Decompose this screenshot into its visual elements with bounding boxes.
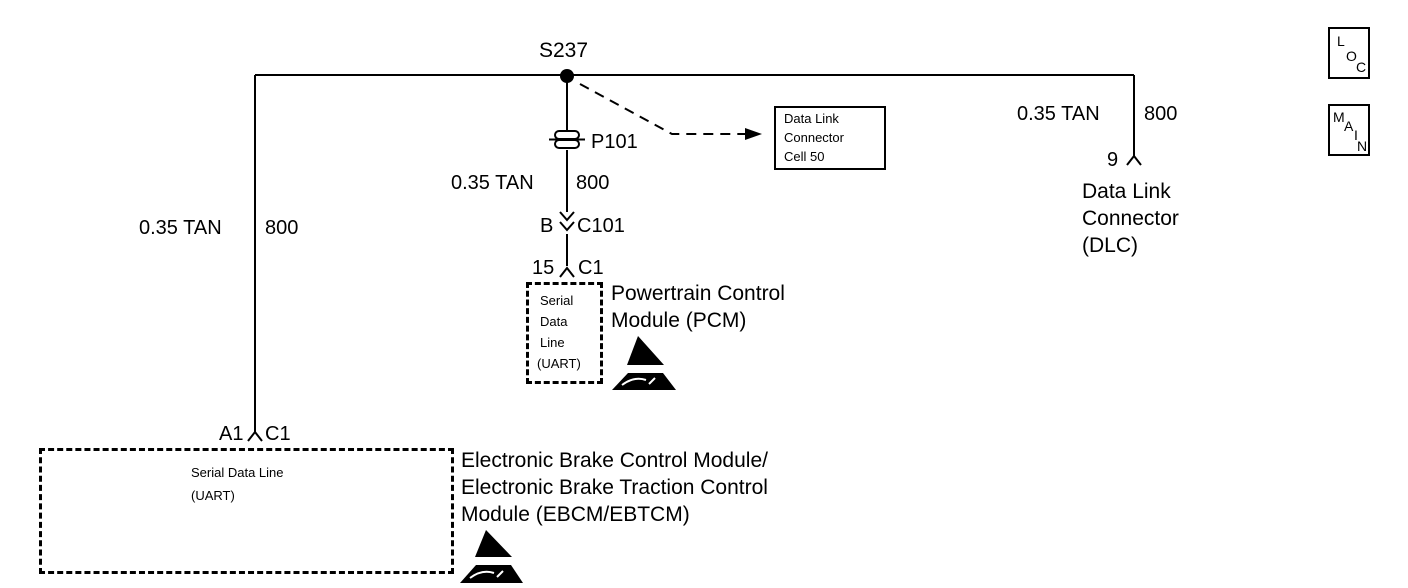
dlc-pin-symbol xyxy=(1126,154,1142,166)
ebcm-c1-symbol xyxy=(247,430,263,442)
pcm-label-line-2: Module (PCM) xyxy=(611,309,747,332)
splice-label: S237 xyxy=(539,39,589,62)
dlc-label-line-2: Connector xyxy=(1082,207,1179,230)
ebcm-connector-label: C1 xyxy=(265,423,291,445)
right-wire-gauge: 0.35 TAN xyxy=(1017,103,1100,125)
ebcm-label-line-3: Module (EBCM/EBTCM) xyxy=(461,503,690,526)
pcm-internal-line-1: Serial xyxy=(540,293,574,308)
ebcm-pin-label: A1 xyxy=(219,423,244,445)
reference-line-1: Data Link xyxy=(784,111,839,126)
pcm-internal-line-2: Data xyxy=(540,314,568,329)
pcm-internal-line-4: (UART) xyxy=(537,356,581,371)
reference-arrowhead xyxy=(745,128,762,140)
loc-button[interactable]: L O C xyxy=(1328,27,1370,79)
ebcm-module-box: Serial Data Line (UART) xyxy=(39,448,454,574)
data-link-connector-reference[interactable]: Data Link Connector Cell 50 xyxy=(774,106,886,170)
ebcm-label-line-2: Electronic Brake Traction Control xyxy=(461,476,768,499)
left-wire-gauge: 0.35 TAN xyxy=(139,217,222,239)
main-letter-i: I xyxy=(1354,127,1358,143)
right-wire-circuit: 800 xyxy=(1144,103,1178,125)
p101-label: P101 xyxy=(591,131,638,153)
main-button[interactable]: M A I N xyxy=(1328,104,1370,156)
dlc-label-line-1: Data Link xyxy=(1082,180,1171,203)
center-wire-circuit: 800 xyxy=(576,172,610,194)
splice-dot xyxy=(560,69,574,83)
esd-warning-icon xyxy=(460,530,523,583)
main-letter-m: M xyxy=(1333,109,1345,125)
pcm-connector-label: C1 xyxy=(578,257,604,279)
ebcm-label-line-1: Electronic Brake Control Module/ xyxy=(461,449,768,472)
c101-label: C101 xyxy=(577,215,625,237)
loc-letter-c: C xyxy=(1356,59,1367,75)
dlc-pin-label: 9 xyxy=(1107,149,1119,171)
reference-line-3: Cell 50 xyxy=(784,149,825,164)
c101-pin-label: B xyxy=(540,215,554,237)
pcm-pin-label: 15 xyxy=(532,257,555,279)
left-wire-circuit: 800 xyxy=(265,217,299,239)
c101-connector-symbol xyxy=(559,211,575,232)
center-wire-gauge: 0.35 TAN xyxy=(451,172,534,194)
reference-line-2: Connector xyxy=(784,130,844,145)
pcm-module-box: Serial Data Line (UART) xyxy=(526,282,603,384)
ebcm-internal-line-1: Serial Data Line xyxy=(191,465,284,480)
ebcm-internal-line-2: (UART) xyxy=(191,488,235,503)
p101-connector-symbol xyxy=(549,130,585,149)
pcm-c1-symbol xyxy=(559,266,575,278)
loc-letter-l: L xyxy=(1337,33,1345,49)
pcm-internal-line-3: Line xyxy=(540,335,565,350)
main-letter-n: N xyxy=(1357,138,1368,154)
loc-letter-o: O xyxy=(1346,48,1357,64)
pcm-label-line-1: Powertrain Control xyxy=(611,282,785,305)
esd-warning-icon xyxy=(612,336,676,390)
dlc-label-line-3: (DLC) xyxy=(1082,234,1138,257)
reference-dashed-line xyxy=(579,83,745,135)
main-letter-a: A xyxy=(1344,118,1354,134)
